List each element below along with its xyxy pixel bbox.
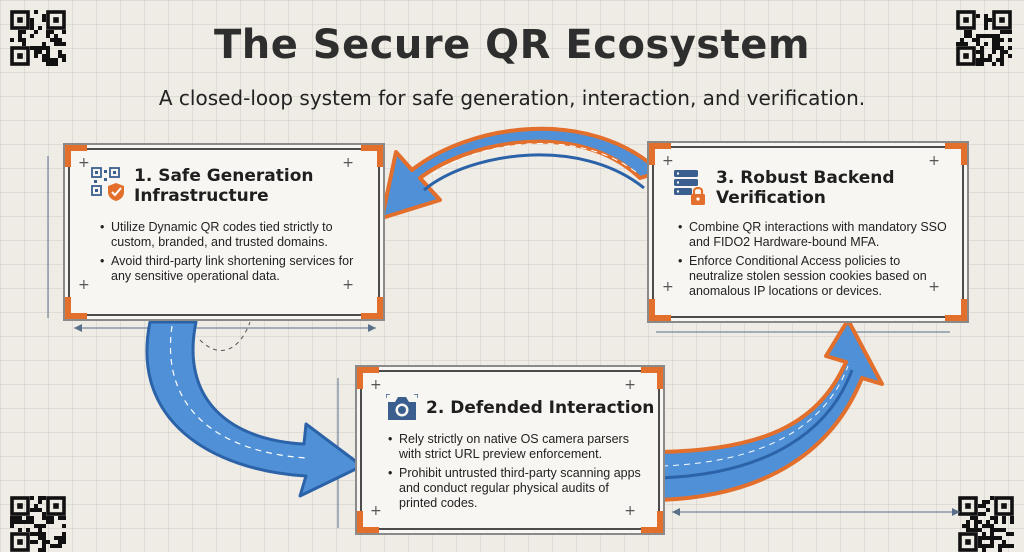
arrow-verification-to-generation — [380, 126, 662, 220]
plus-mark: + — [662, 279, 674, 295]
step-card-generation: + + + + 1. Safe Generation Infrastructur… — [65, 145, 383, 319]
step-title-line2: Verification — [716, 188, 826, 208]
step-card-verification: + + + + 3. Robust Backend Verification C… — [649, 143, 967, 321]
list-item: Enforce Conditional Access policies to n… — [678, 254, 948, 299]
qr-shield-icon — [91, 167, 124, 201]
plus-mark: + — [370, 503, 382, 519]
plus-mark: + — [662, 153, 674, 169]
plus-mark: + — [928, 153, 940, 169]
card-corner — [945, 299, 967, 321]
guide-arrowhead — [368, 324, 376, 332]
qr-code-top-right — [956, 10, 1012, 66]
step-title: 1. Safe Generation — [134, 166, 314, 186]
qr-code-top-left — [10, 10, 66, 66]
step-card-interaction: + + + + 2. Defended Interaction Rely str… — [357, 367, 663, 533]
card-corner — [945, 143, 967, 165]
step-title: 3. Robust Backend — [716, 168, 895, 188]
card-corner — [357, 511, 379, 533]
step-bullets: Combine QR interactions with mandatory S… — [678, 220, 948, 303]
guide-arrowhead — [952, 508, 960, 516]
card-corner — [641, 511, 663, 533]
card-corner — [641, 367, 663, 389]
qr-code-bottom-left — [10, 496, 66, 552]
guide-arrowhead — [672, 508, 680, 516]
card-corner — [65, 297, 87, 319]
step-title-line2: Infrastructure — [134, 186, 269, 206]
card-corner — [361, 145, 383, 167]
server-lock-icon — [674, 170, 705, 205]
card-corner — [649, 143, 671, 165]
list-item: Combine QR interactions with mandatory S… — [678, 220, 948, 250]
plus-mark: + — [624, 503, 636, 519]
step-bullets: Utilize Dynamic QR codes tied strictly t… — [100, 220, 372, 288]
arrow-generation-to-interaction — [145, 320, 364, 498]
plus-mark: + — [370, 377, 382, 393]
qr-code-bottom-right — [958, 496, 1014, 552]
page-subtitle: A closed-loop system for safe generation… — [158, 86, 866, 110]
camera-icon — [386, 394, 418, 420]
page-title: The Secure QR Ecosystem — [213, 22, 811, 68]
step-title: 2. Defended Interaction — [426, 398, 655, 418]
plus-mark: + — [624, 377, 636, 393]
card-corner — [649, 299, 671, 321]
list-item: Utilize Dynamic QR codes tied strictly t… — [100, 220, 372, 250]
step-bullets: Rely strictly on native OS camera parser… — [388, 432, 650, 515]
card-corner — [65, 145, 87, 167]
plus-mark: + — [342, 277, 354, 293]
card-corner — [361, 297, 383, 319]
list-item: Prohibit untrusted third-party scanning … — [388, 466, 650, 511]
guide-arrowhead — [74, 324, 82, 332]
plus-mark: + — [342, 155, 354, 171]
arrow-interaction-to-verification — [658, 318, 884, 502]
card-corner — [357, 367, 379, 389]
list-item: Rely strictly on native OS camera parser… — [388, 432, 650, 462]
plus-mark: + — [78, 155, 90, 171]
plus-mark: + — [78, 277, 90, 293]
list-item: Avoid third-party link shortening servic… — [100, 254, 372, 284]
